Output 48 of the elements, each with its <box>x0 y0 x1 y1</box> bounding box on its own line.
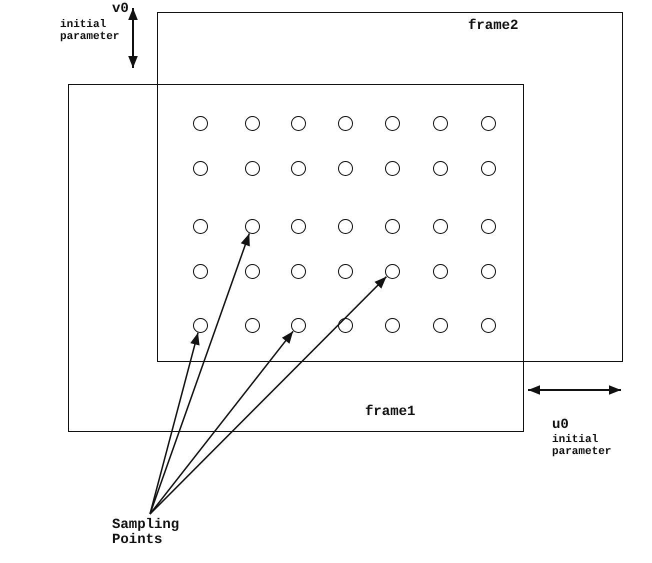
sampling-point-circle <box>338 218 352 234</box>
sampling-point-circle <box>384 160 400 176</box>
sampling-point-circle <box>192 318 208 332</box>
sampling-point-circle <box>480 116 496 130</box>
leader-arrow <box>149 233 250 514</box>
sampling-point-circle <box>244 116 260 130</box>
image-frame <box>68 84 524 432</box>
parameter-caption: initial parameter <box>60 19 120 43</box>
sampling-point-circle <box>480 264 496 278</box>
image-frame <box>157 12 623 362</box>
annotation-text: Sampling Points <box>112 518 192 548</box>
frame-label: frame2 <box>468 19 518 34</box>
sampling-point-circle <box>480 318 496 332</box>
sampling-point-circle <box>432 218 448 234</box>
sampling-point-circle <box>338 160 352 176</box>
sampling-point-circle <box>290 160 306 176</box>
sampling-point-circle <box>244 218 260 234</box>
sampling-point-circle <box>192 264 208 278</box>
sampling-point-circle <box>480 160 496 176</box>
frame-label: frame1 <box>365 405 416 420</box>
leader-arrow <box>149 330 294 514</box>
sampling-point-circle <box>244 160 260 176</box>
variable-name: u0 <box>552 418 570 433</box>
sampling-point-circle <box>192 218 208 234</box>
leader-arrow <box>149 276 387 515</box>
sampling-point-circle <box>432 264 448 278</box>
leader-arrow <box>149 332 200 514</box>
sampling-point-circle <box>290 218 306 234</box>
sampling-point-circle <box>244 264 260 278</box>
variable-name: v0 <box>112 2 130 17</box>
sampling-point-circle <box>384 218 400 234</box>
sampling-point-circle <box>290 116 306 130</box>
sampling-point-circle <box>290 264 306 278</box>
sampling-point-circle <box>384 264 400 278</box>
sampling-point-circle <box>192 116 208 130</box>
sampling-point-circle <box>432 160 448 176</box>
sampling-point-circle <box>338 318 352 332</box>
parameter-caption: initial parameter <box>552 434 612 458</box>
sampling-point-circle <box>480 218 496 234</box>
sampling-point-circle <box>432 116 448 130</box>
sampling-point-circle <box>338 116 352 130</box>
sampling-point-circle <box>338 264 352 278</box>
sampling-point-circle <box>384 116 400 130</box>
sampling-point-circle <box>290 318 306 332</box>
sampling-point-circle <box>192 160 208 176</box>
sampling-point-circle <box>432 318 448 332</box>
sampling-point-circle <box>384 318 400 332</box>
sampling-point-circle <box>244 318 260 332</box>
